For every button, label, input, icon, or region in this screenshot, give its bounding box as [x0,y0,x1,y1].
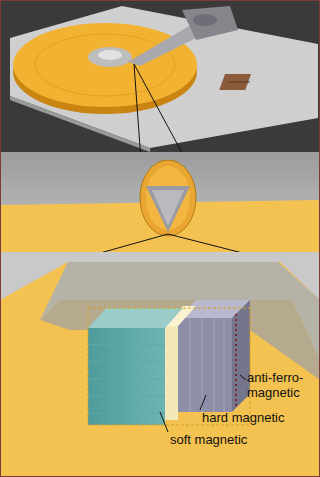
layer-label: anti-ferro-magnetic [247,370,317,400]
layer-label: soft magnetic [170,432,247,447]
layer-label: hard magnetic [202,410,284,425]
